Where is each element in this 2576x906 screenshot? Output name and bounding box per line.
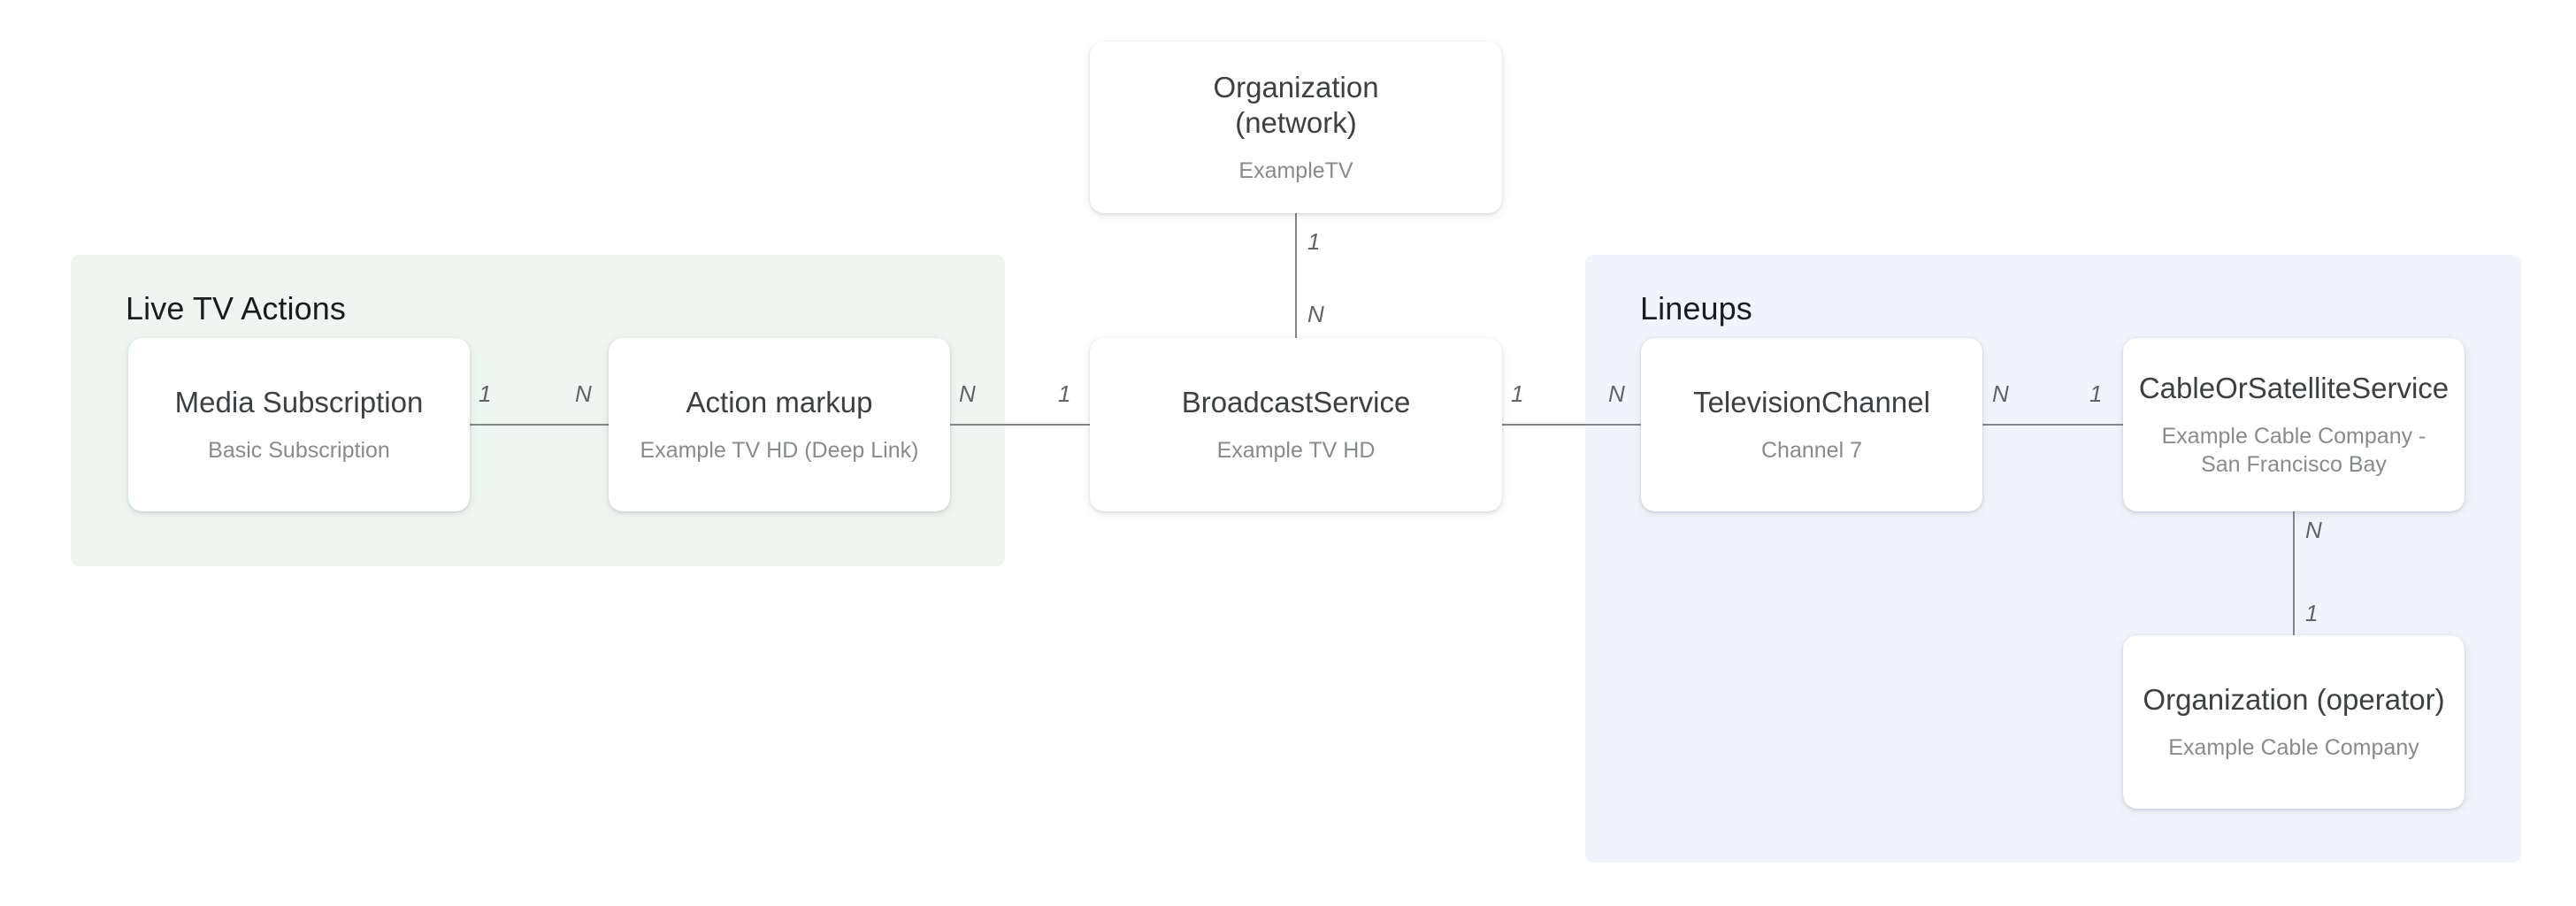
cardinality-label-broadcast-service-left: 1 (1058, 380, 1071, 407)
entity-card-subtitle: Example TV HD (Deep Link) (640, 438, 919, 464)
entity-card-subtitle: Channel 7 (1761, 438, 1862, 464)
cardinality-label-broadcast-service-right: 1 (1511, 380, 1524, 407)
cardinality-label-action-markup-right: N (959, 380, 976, 407)
cardinality-label-cable-or-satellite-service-left: 1 (2089, 380, 2103, 407)
entity-card-title: CableOrSatelliteService (2138, 371, 2450, 404)
entity-card-organization-operator[interactable]: Organization (operator) Example Cable Co… (2123, 635, 2465, 809)
cardinality-label-broadcast-service-top: N (1307, 301, 1324, 327)
entity-card-title: BroadcastService (1181, 385, 1411, 418)
entity-card-title-line1: Organization (1213, 70, 1379, 104)
entity-card-subtitle: Basic Subscription (208, 438, 390, 464)
cardinality-label-organization-operator-top: 1 (2305, 600, 2319, 626)
entity-card-action-markup[interactable]: Action markup Example TV HD (Deep Link) (609, 338, 950, 511)
cardinality-label-television-channel-right: N (1992, 380, 2009, 407)
entity-card-title: TelevisionChannel (1693, 385, 1930, 418)
entity-card-title: Action markup (686, 385, 873, 418)
entity-card-cable-or-satellite-service[interactable]: CableOrSatelliteService Example Cable Co… (2123, 338, 2465, 511)
entity-card-subtitle: Example TV HD (1216, 438, 1376, 464)
entity-card-organization-network[interactable]: Organization (network) ExampleTV (1090, 42, 1502, 213)
group-title-live-tv-actions: Live TV Actions (126, 290, 346, 326)
cardinality-label-action-markup-left: N (575, 380, 592, 407)
entity-card-title-line2: (network) (1235, 106, 1357, 139)
entity-card-subtitle: ExampleTV (1238, 158, 1353, 184)
connector-action-markup-to-broadcast-service (947, 424, 1094, 426)
connector-cable-or-satellite-service-to-organization-operator (2293, 508, 2295, 639)
cardinality-label-organization-network-bottom: 1 (1307, 228, 1321, 255)
entity-card-subtitle: Example Cable Company - San Francisco Ba… (2161, 424, 2426, 478)
entity-card-title: Organization (network) (1213, 70, 1378, 142)
group-title-lineups: Lineups (1640, 290, 1752, 326)
entity-card-media-subscription[interactable]: Media Subscription Basic Subscription (128, 338, 470, 511)
entity-card-title: Media Subscription (174, 385, 424, 418)
connector-media-subscription-to-action-markup (467, 424, 614, 426)
cardinality-label-cable-or-satellite-service-bottom: N (2305, 517, 2322, 543)
connector-television-channel-to-cable-or-satellite-service (1980, 424, 2127, 426)
entity-card-title: Organization (operator) (2143, 682, 2445, 716)
entity-card-subtitle: Example Cable Company (2168, 735, 2419, 761)
connector-organization-network-to-broadcast-service (1295, 211, 1297, 342)
entity-card-broadcast-service[interactable]: BroadcastService Example TV HD (1090, 338, 1502, 511)
cardinality-label-media-subscription-right: 1 (479, 380, 492, 407)
entity-card-television-channel[interactable]: TelevisionChannel Channel 7 (1641, 338, 1982, 511)
connector-broadcast-service-to-television-channel (1499, 424, 1646, 426)
cardinality-label-television-channel-left: N (1608, 380, 1625, 407)
